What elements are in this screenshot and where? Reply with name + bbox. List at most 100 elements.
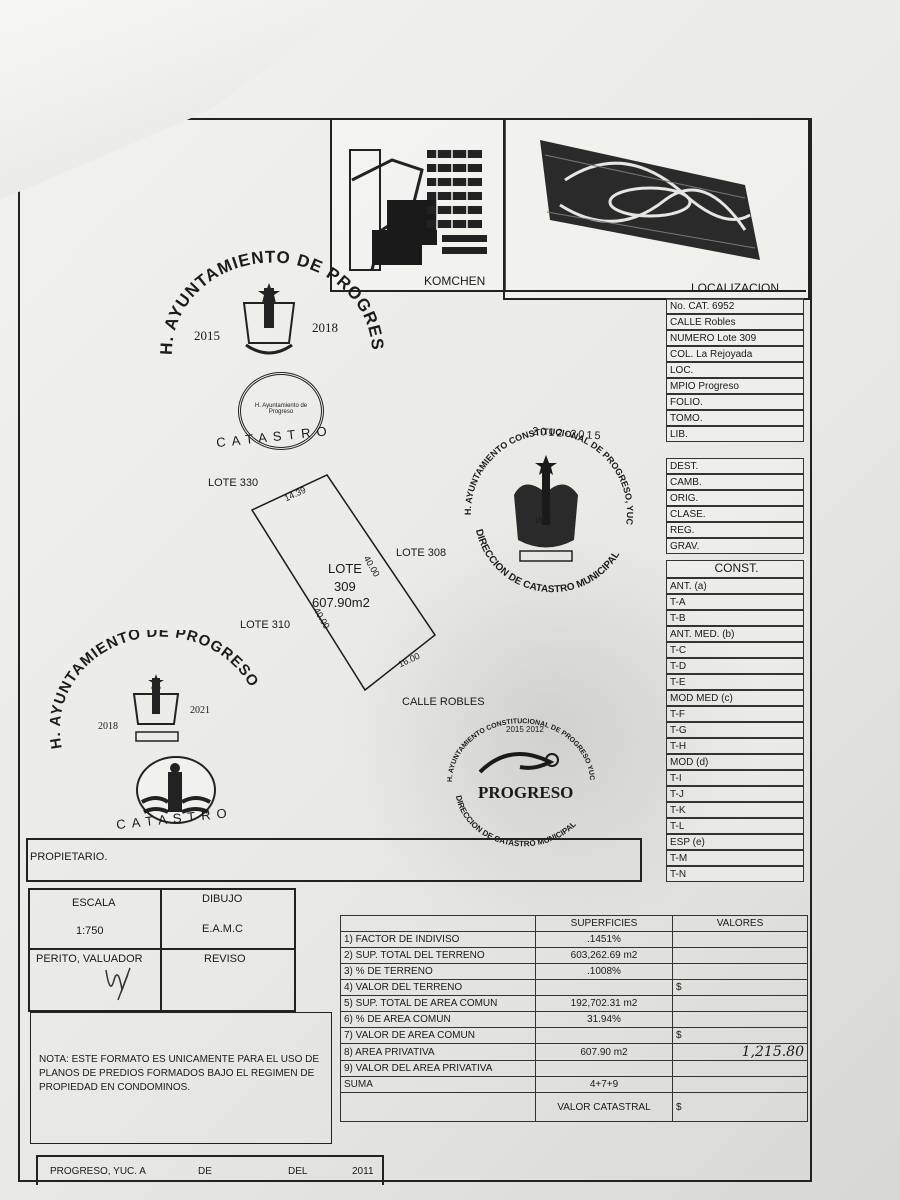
const-row: MOD MED (c) bbox=[666, 690, 804, 706]
const-row: T-H bbox=[666, 738, 804, 754]
info-field: GRAV. bbox=[666, 538, 804, 554]
localization-box: LOCALIZACION. bbox=[503, 118, 810, 300]
const-row: T-K bbox=[666, 802, 804, 818]
row-superficie bbox=[535, 979, 673, 996]
stamp3-year-small: 1871 bbox=[534, 516, 552, 525]
pelican-icon bbox=[478, 752, 555, 774]
row-superficie: 607.90 m2 bbox=[535, 1043, 673, 1061]
const-row: T-N bbox=[666, 866, 804, 882]
row-label: 2) SUP. TOTAL DEL TERRENO bbox=[340, 947, 536, 964]
dibujo-value: E.A.M.C bbox=[202, 923, 243, 935]
const-row: T-J bbox=[666, 786, 804, 802]
lote-330-label: LOTE 330 bbox=[208, 477, 259, 489]
row-valor bbox=[672, 931, 808, 948]
row-label: 7) VALOR DE AREA COMUN bbox=[340, 1027, 536, 1044]
table-row: 7) VALOR DE AREA COMUN $ bbox=[340, 1027, 808, 1044]
row-superficie: .1451% bbox=[535, 931, 673, 948]
info-field: TOMO. bbox=[666, 410, 804, 426]
signature-grid: ESCALA 1:750 DIBUJO E.A.M.C PERITO, VALU… bbox=[28, 888, 296, 1012]
const-title: CONST. bbox=[666, 560, 804, 578]
info-field: DEST. bbox=[666, 458, 804, 474]
valores-header: VALORES bbox=[672, 915, 808, 932]
info-field: CAMB. bbox=[666, 474, 804, 490]
const-row: T-I bbox=[666, 770, 804, 786]
footer-city: PROGRESO, YUC. A bbox=[50, 1166, 146, 1177]
stamp-progreso-catastro: H. AYUNTAMIENTO CONSTITUCIONAL DE PROGRE… bbox=[437, 707, 600, 852]
anchor-seal-icon bbox=[242, 283, 296, 355]
lote-area: 607.90m2 bbox=[312, 595, 370, 610]
row-superficie: 31.94% bbox=[535, 1011, 673, 1028]
localization-label: LOCALIZACION. bbox=[691, 281, 783, 295]
footer-year: 2011 bbox=[352, 1166, 374, 1177]
perito-label: PERITO, VALUADOR bbox=[36, 953, 143, 965]
stamp5-years: 2015 2012 bbox=[506, 725, 544, 734]
header-divider bbox=[330, 290, 806, 292]
row-valor: 1,215.80 bbox=[672, 1043, 808, 1061]
const-row: T-E bbox=[666, 674, 804, 690]
lote-308-label: LOTE 308 bbox=[396, 547, 447, 559]
stamp-lighthouse-logo bbox=[136, 756, 216, 824]
shadow bbox=[340, 520, 760, 940]
const-row: T-G bbox=[666, 722, 804, 738]
valores-table: SUPERFICIES VALORES 1) FACTOR DE INDIVIS… bbox=[340, 915, 808, 1122]
lote-number: 309 bbox=[334, 579, 356, 594]
row-valor: $ bbox=[672, 979, 808, 996]
stamp2-text: H. Ayuntamiento de Progreso bbox=[254, 403, 308, 415]
row-label: 4) VALOR DEL TERRENO bbox=[340, 979, 536, 996]
lote-polygon bbox=[250, 474, 437, 692]
stamp-ayuntamiento-2018-2021: H. AYUNTAMIENTO DE PROGRESO 2018 2021 bbox=[44, 623, 274, 760]
const-row: T-F bbox=[666, 706, 804, 722]
row-superficie: 192,702.31 m2 bbox=[535, 995, 673, 1012]
info-field: COL. La Rejoyada bbox=[666, 346, 804, 362]
map-label: KOMCHEN bbox=[424, 274, 486, 288]
escala-label: ESCALA bbox=[72, 897, 116, 909]
footer-del: DEL bbox=[288, 1166, 308, 1177]
dibujo-label: DIBUJO bbox=[202, 893, 243, 905]
stamp-round-small: H. Ayuntamiento de Progreso bbox=[238, 372, 324, 450]
const-row: ANT. MED. (b) bbox=[666, 626, 804, 642]
stamp-ayuntamiento-2012-2015: H. AYUNTAMIENTO CONSTITUCIONAL DE PROGRE… bbox=[443, 397, 646, 605]
reviso-label: REVISO bbox=[204, 953, 246, 965]
row-superficie bbox=[535, 1060, 673, 1077]
stamp1-year-right: 2018 bbox=[312, 320, 338, 335]
table-row: 4) VALOR DEL TERRENO $ bbox=[340, 979, 808, 996]
const-row: T-D bbox=[666, 658, 804, 674]
signature-scribble bbox=[105, 967, 131, 1001]
valor-catastral-label: VALOR CATASTRAL bbox=[535, 1092, 673, 1122]
row-valor bbox=[672, 1060, 808, 1077]
info-field: No. CAT. 6952 bbox=[666, 298, 804, 314]
superficies-header: SUPERFICIES bbox=[535, 915, 673, 932]
stamp5-logo: PROGRESO bbox=[478, 783, 574, 802]
propietario-bar: PROPIETARIO. bbox=[26, 838, 642, 882]
lote-310-label: LOTE 310 bbox=[240, 619, 291, 631]
row-label: 3) % DE TERRENO bbox=[340, 963, 536, 980]
const-row: T-B bbox=[666, 610, 804, 626]
anchor-seal-icon bbox=[132, 674, 180, 742]
info-field: MPIO Progreso bbox=[666, 378, 804, 394]
footer-bar: PROGRESO, YUC. A DE DEL 2011 bbox=[36, 1155, 384, 1185]
info-field: LOC. bbox=[666, 362, 804, 378]
localization-map bbox=[540, 140, 760, 260]
row-valor: $ bbox=[672, 1027, 808, 1044]
info-field: FOLIO. bbox=[666, 394, 804, 410]
row-label: SUMA bbox=[340, 1076, 536, 1093]
row-valor bbox=[672, 947, 808, 964]
row-label: 8) AREA PRIVATIVA bbox=[340, 1043, 536, 1061]
row-label: 6) % DE AREA COMUN bbox=[340, 1011, 536, 1028]
nota-text: NOTA: ESTE FORMATO ES UNICAMENTE PARA EL… bbox=[39, 1054, 320, 1093]
stamp4-year-left: 2018 bbox=[98, 721, 118, 732]
table-row: 9) VALOR DEL AREA PRIVATIVA bbox=[340, 1060, 808, 1077]
row-valor bbox=[672, 995, 808, 1012]
const-row: ESP (e) bbox=[666, 834, 804, 850]
row-label: 1) FACTOR DE INDIVISO bbox=[340, 931, 536, 948]
stamp4-year-right: 2021 bbox=[190, 705, 210, 716]
const-row: ANT. (a) bbox=[666, 578, 804, 594]
info-field: NUMERO Lote 309 bbox=[666, 330, 804, 346]
table-row: 1) FACTOR DE INDIVISO.1451% bbox=[340, 931, 808, 948]
anchor-seal-icon bbox=[514, 455, 578, 562]
nota-box: NOTA: ESTE FORMATO ES UNICAMENTE PARA EL… bbox=[30, 1012, 332, 1144]
